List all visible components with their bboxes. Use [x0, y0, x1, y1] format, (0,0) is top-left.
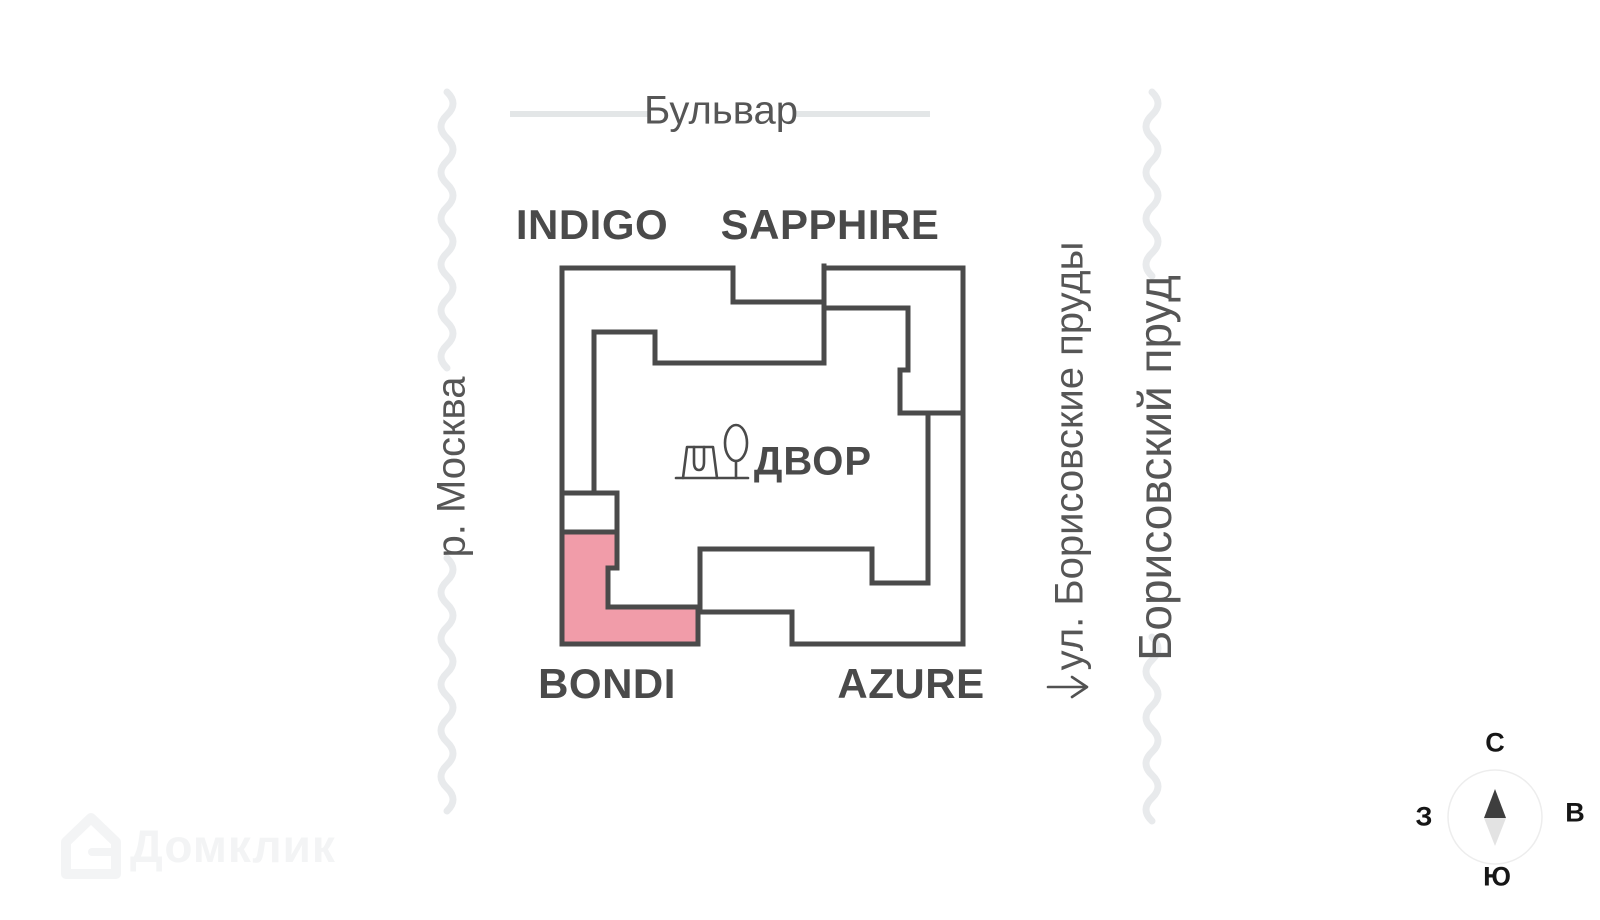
building-label-azure: AZURE: [837, 660, 985, 707]
indigo-outer-wall: [559, 265, 827, 496]
compass-south-label: Ю: [1483, 861, 1511, 892]
building-label-sapphire: SAPPHIRE: [720, 201, 940, 248]
boulevard-label: Бульвар: [644, 88, 798, 133]
domclick-logo-icon: [61, 813, 121, 879]
indigo-inner-wall: [591, 329, 827, 496]
water-wave: [437, 88, 457, 372]
pond-label: Борисовский пруд: [1129, 275, 1181, 661]
building-label-indigo: INDIGO: [515, 201, 669, 248]
compass-west-label: З: [1415, 801, 1433, 832]
water-wave: [1142, 88, 1162, 280]
street-direction-arrow-icon: [1046, 675, 1089, 699]
bondi-highlighted-section[interactable]: [559, 529, 701, 647]
water-wavy-lines: [437, 88, 1162, 825]
compass-east-label: В: [1565, 797, 1585, 828]
water-wave: [1142, 633, 1162, 825]
sapphire-inner-wall: [821, 305, 966, 416]
street-label: ул. Борисовские пруды: [1047, 241, 1092, 671]
playground-tree-icon: [674, 423, 750, 480]
compass-needle-south: [1484, 818, 1506, 846]
river-label: р. Москва: [429, 376, 474, 558]
courtyard-bottom-wall: [697, 410, 931, 586]
compass-north-label: С: [1485, 727, 1505, 758]
building-label-bondi: BONDI: [538, 660, 676, 707]
water-wave: [437, 554, 457, 815]
compass-needle-north: [1484, 789, 1506, 818]
compass-rose: [1447, 769, 1543, 865]
domclick-watermark: Домклик: [130, 820, 336, 872]
indigo-end-section: [559, 490, 620, 535]
courtyard-label: ДВОР: [753, 439, 873, 484]
